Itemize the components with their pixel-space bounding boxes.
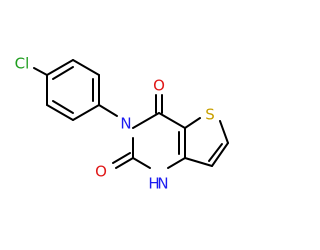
double-bond-inner xyxy=(52,66,74,80)
nh-h-label: H xyxy=(148,175,159,193)
thiophene-ring xyxy=(184,117,229,167)
nh-n-label: N xyxy=(157,175,168,193)
pyrimidine-ring xyxy=(112,94,186,169)
bond-c-n xyxy=(98,104,118,117)
double-bond-inner xyxy=(208,143,223,162)
molecule-diagram: Cl N O O S H N xyxy=(15,55,229,193)
bond xyxy=(158,112,186,129)
bond xyxy=(132,112,160,129)
carbonyl-bond xyxy=(115,157,134,169)
bond xyxy=(72,104,100,121)
bond xyxy=(167,157,186,169)
bond xyxy=(46,59,74,76)
bond-c-cl xyxy=(33,67,48,76)
carbonyl-bond xyxy=(112,152,131,164)
nitrogen-label: N xyxy=(120,115,131,133)
bond xyxy=(211,142,229,167)
bond xyxy=(184,117,201,129)
double-bond-inner xyxy=(52,100,74,114)
bond xyxy=(184,157,213,167)
oxygen-label-left: O xyxy=(95,163,107,181)
sulfur-label: S xyxy=(205,106,215,124)
structure-svg: Cl N O O S H N xyxy=(15,55,229,193)
bond xyxy=(72,59,100,76)
chlorophenyl-ring xyxy=(33,59,118,121)
bond xyxy=(46,104,74,121)
oxygen-label-top: O xyxy=(153,77,165,95)
bond xyxy=(132,157,151,169)
bond xyxy=(219,120,229,144)
chlorine-label: Cl xyxy=(15,55,30,73)
